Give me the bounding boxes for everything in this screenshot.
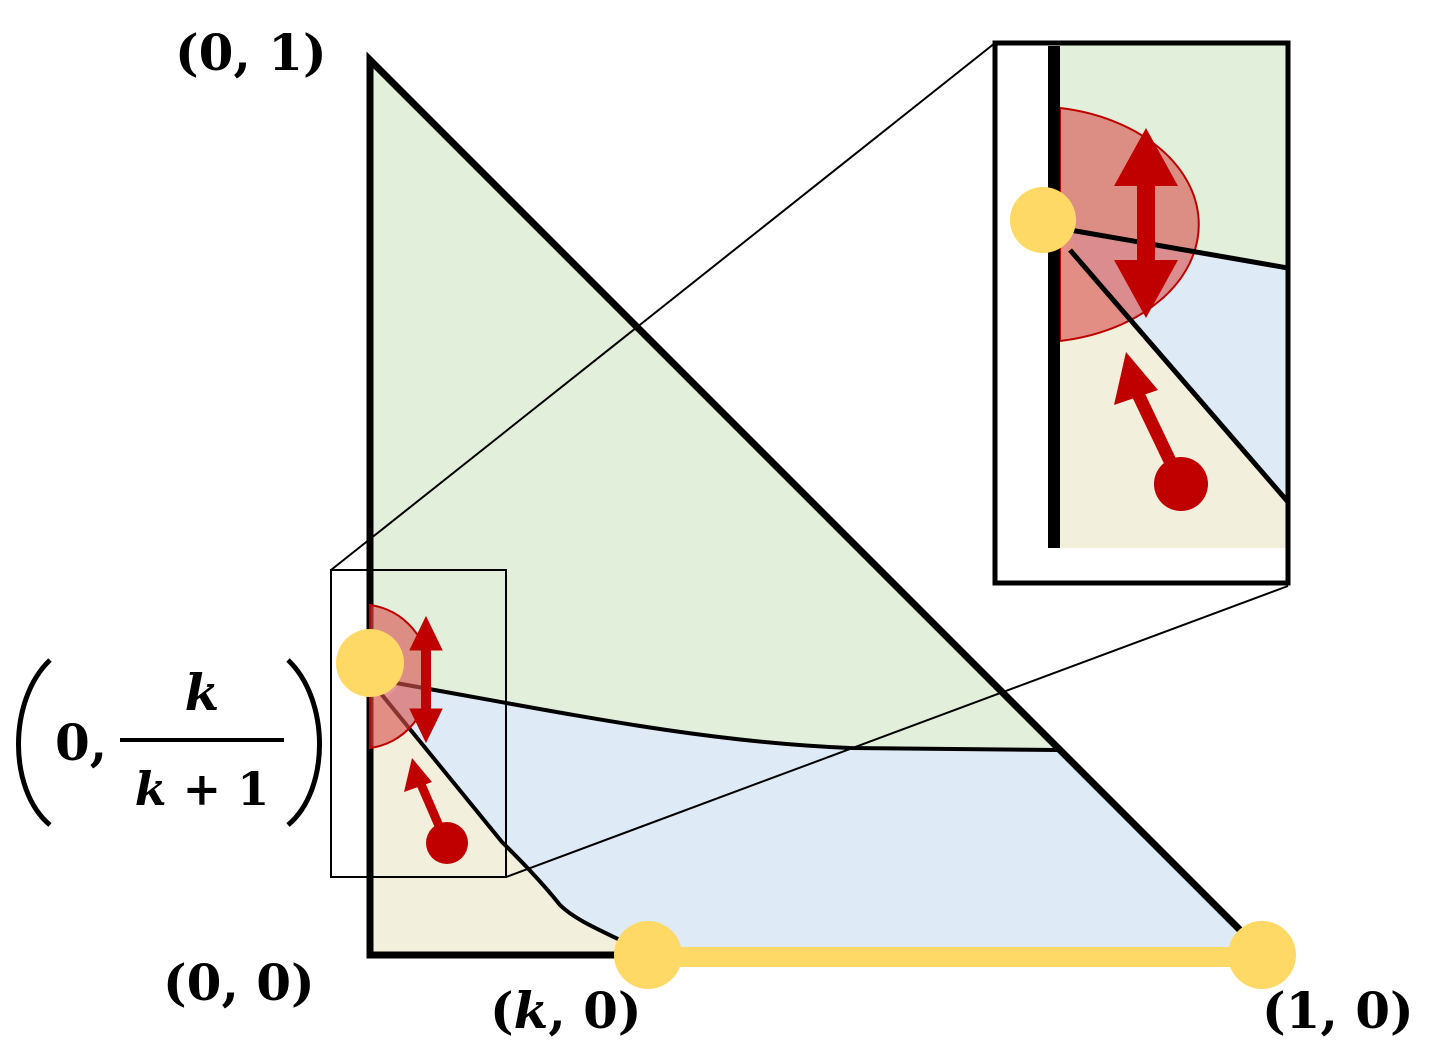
zoom-upper-curve: [1069, 227, 1288, 271]
upper-boundary-curve: [389, 680, 1059, 752]
label-one-point: (1, 0): [1262, 981, 1414, 1040]
label-zero: 0,: [55, 713, 107, 772]
right-paren: [286, 658, 322, 827]
left-paren: [16, 658, 52, 827]
red-pointer-arrow: [404, 758, 468, 864]
zoom-lower-curve: [1068, 248, 1288, 504]
connector-top: [330, 42, 996, 571]
inset-source-rect: [330, 569, 507, 878]
label-origin: (0, 0): [163, 953, 315, 1012]
label-top-vertex: (0, 1): [175, 23, 327, 82]
double-arrow-vertical: [409, 615, 443, 744]
yellow-point-left: [336, 629, 404, 697]
yellow-point-k0: [614, 921, 682, 989]
zoom-yellow-point: [1010, 187, 1076, 253]
connector-bottom: [505, 585, 1289, 878]
label-denominator: k + 1: [135, 762, 269, 816]
lower-boundary-curve: [376, 688, 646, 954]
yellow-region: [370, 660, 650, 955]
zoom-inset: [992, 40, 1291, 586]
zoom-frame: [992, 40, 1291, 586]
label-left-point: 0, k k + 1: [16, 658, 322, 827]
main-triangle-figure: [330, 51, 1296, 989]
zoom-double-arrow: [1114, 128, 1178, 318]
yellow-point-10: [1228, 921, 1296, 989]
label-numerator: k: [185, 663, 220, 722]
zoom-pointer-arrow: [1114, 352, 1208, 511]
label-k-point: (k, 0): [490, 981, 642, 1040]
